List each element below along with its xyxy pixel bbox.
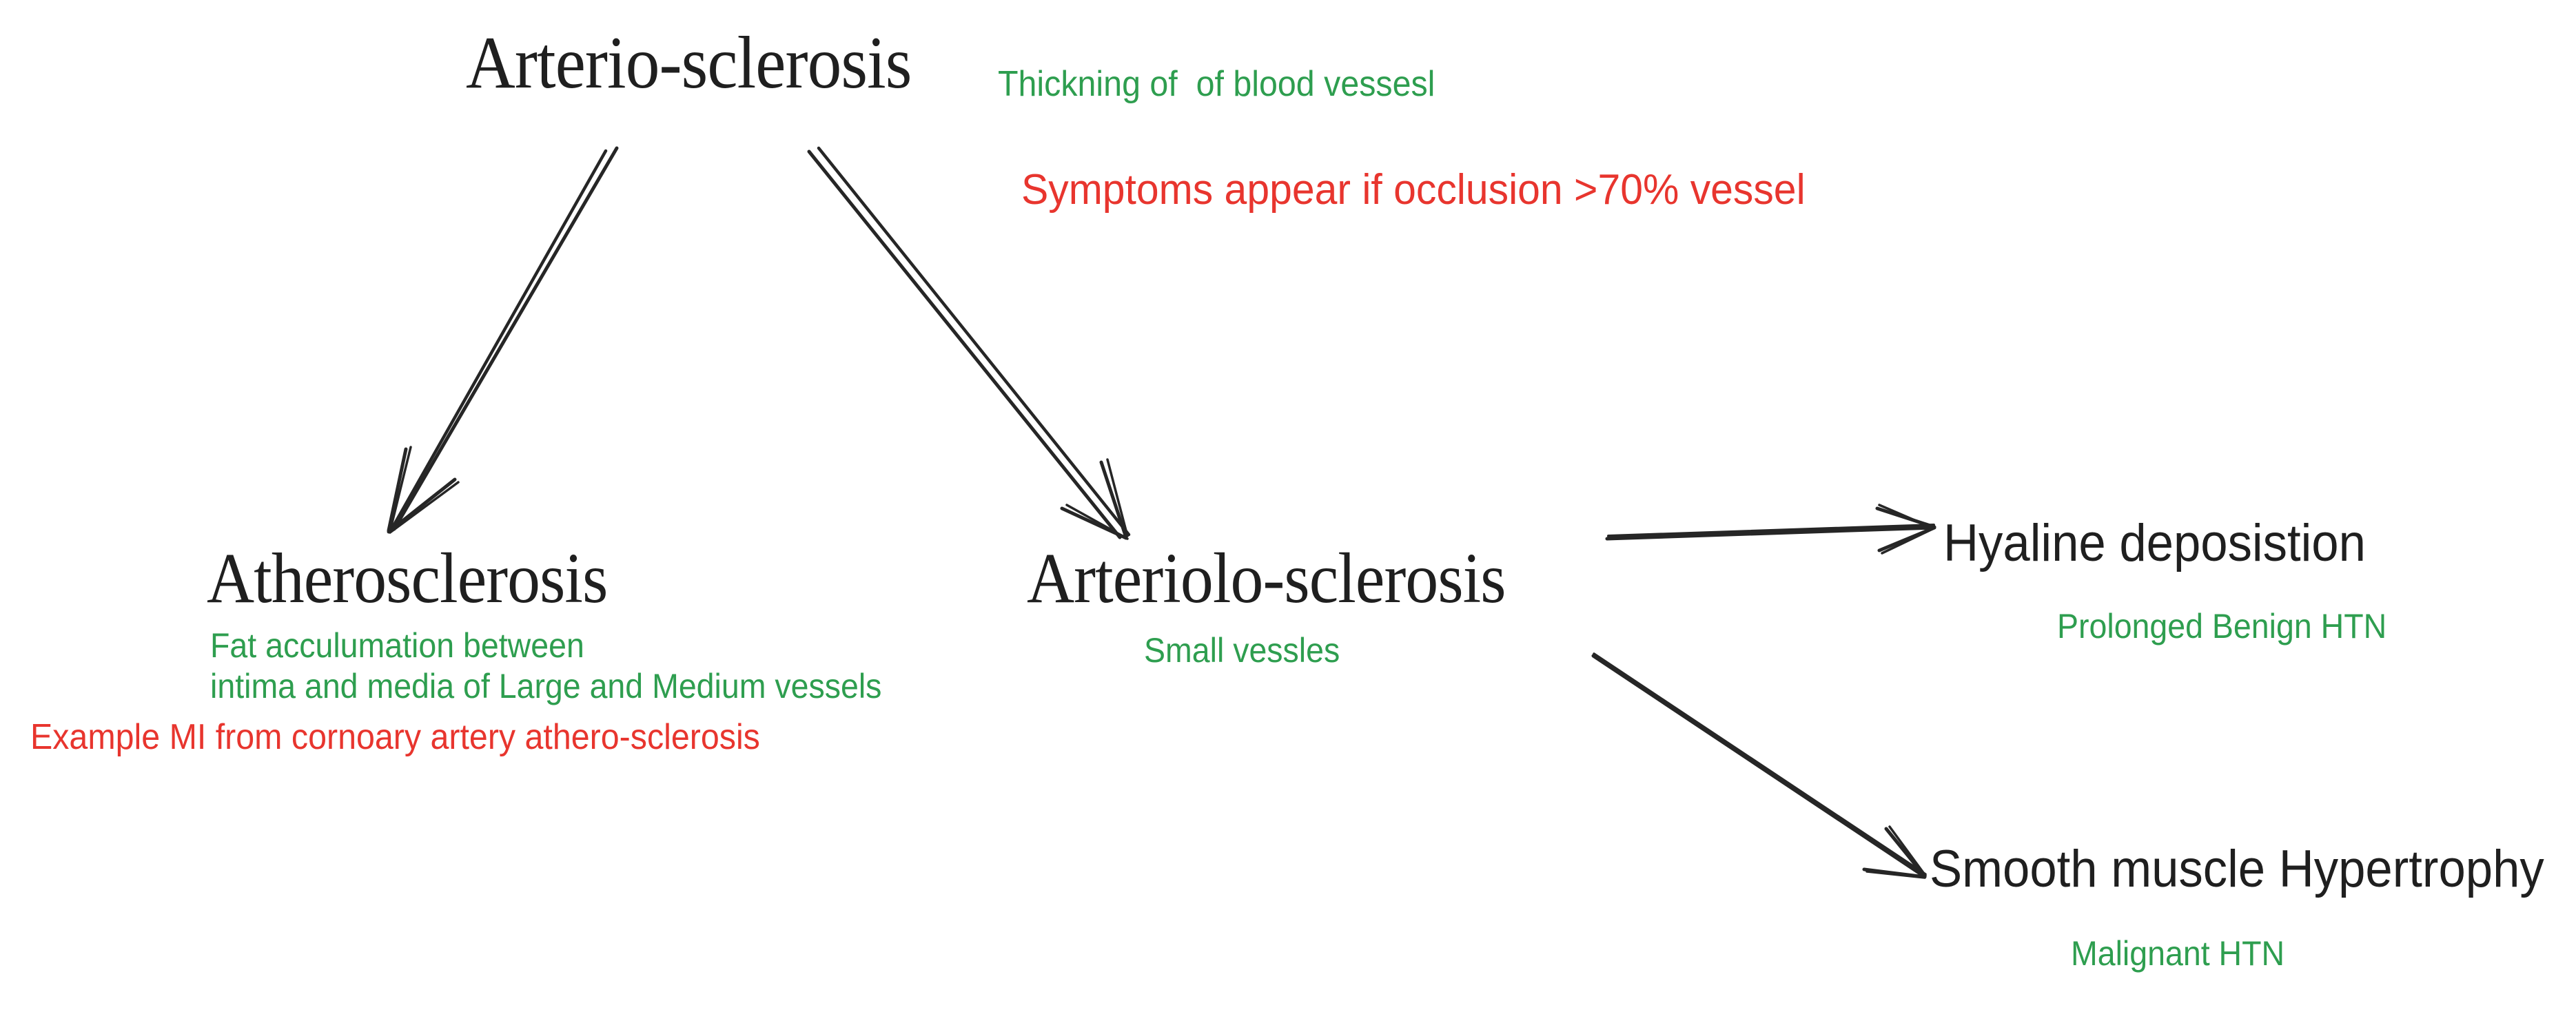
arrow-down-left-icon [387,146,619,534]
note-prolonged-benign-htn: Prolonged Benign HTN [2057,607,2387,646]
arrow-right-icon [1605,504,1936,555]
note-small-vessels: Small vessles [1144,631,1340,670]
node-title-atherosclerosis: Atherosclerosis [207,539,608,618]
note-thickening-of-blood-vessels: Thickning of of blood vessesl [998,64,1435,104]
note-malignant-htn: Malignant HTN [2071,934,2285,973]
node-title-arteriolo-sclerosis: Arteriolo-sclerosis [1027,539,1506,618]
note-fat-accumulation: Fat acculumation between intima and medi… [210,626,882,705]
note-example-mi-coronary: Example MI from cornoary artery athero-s… [30,717,760,757]
node-title-arterio-sclerosis: Arterio-sclerosis [466,22,912,104]
note-symptoms-occlusion: Symptoms appear if occlusion >70% vessel [1021,166,1806,214]
arrow-down-right-icon [1591,652,1927,879]
node-title-smooth-muscle-hypertrophy: Smooth muscle Hypertrophy [1930,840,2544,898]
node-title-hyaline-deposistion: Hyaline deposistion [1943,514,2366,572]
